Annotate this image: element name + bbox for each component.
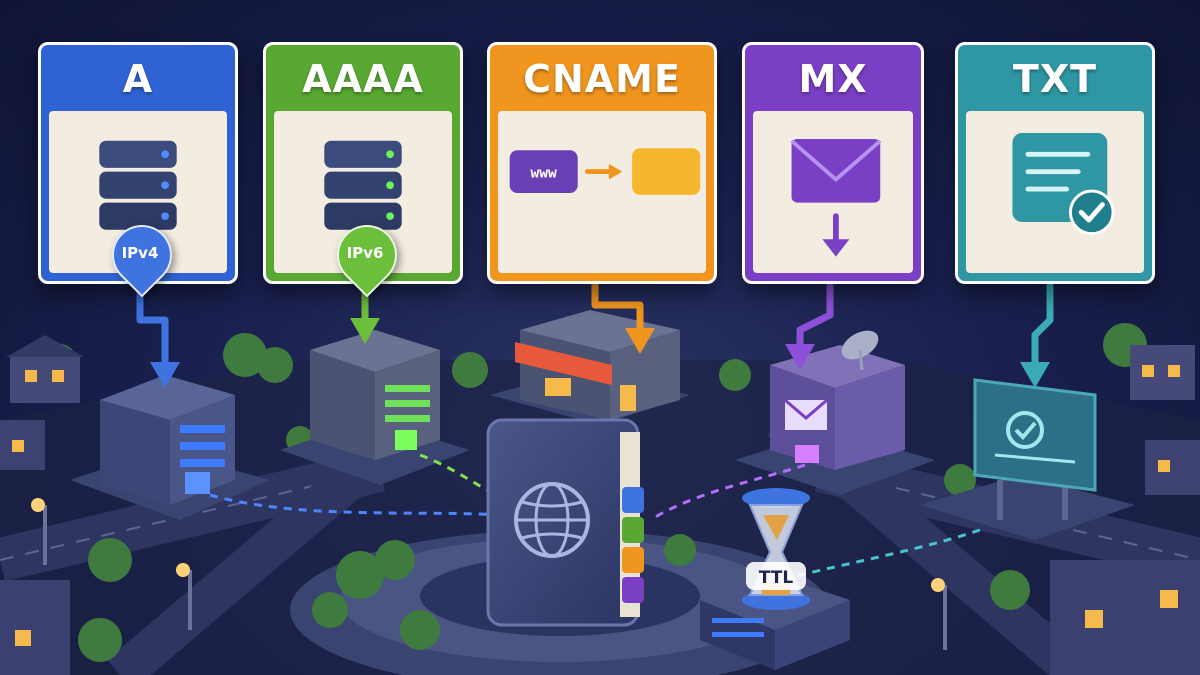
txt-record-title: TXT	[1012, 57, 1098, 101]
globe-book-icon	[486, 418, 644, 627]
server-stack-icon	[99, 140, 177, 230]
a-path	[209, 493, 501, 517]
envelope-icon	[790, 138, 882, 257]
card-arrows	[136, 271, 1054, 388]
street-lamps	[31, 498, 947, 650]
server-stack-icon	[324, 140, 402, 230]
a-record-panel	[49, 111, 227, 273]
mx-record-card: MX	[742, 42, 924, 284]
hourglass-icon: TTL	[742, 488, 810, 610]
cname-record-panel: www	[498, 111, 706, 273]
a-record-building	[70, 375, 270, 520]
aaaa-record-panel	[274, 111, 452, 273]
txt-record-panel	[966, 111, 1144, 273]
txt-record-card: TXT	[955, 42, 1155, 284]
txt-path	[779, 528, 981, 582]
aaaa-record-building	[280, 330, 470, 485]
verified-document-icon	[1012, 132, 1115, 236]
cname-record-title: CNAME	[523, 57, 681, 101]
background-houses	[0, 335, 1200, 675]
a-record-title: A	[122, 57, 154, 101]
ipv6-label: IPv6	[346, 244, 384, 262]
aaaa-record-title: AAAA	[302, 57, 424, 101]
ttl-label: TTL	[759, 568, 794, 588]
mx-path	[649, 463, 806, 522]
www-label: www	[531, 164, 558, 181]
mx-record-panel	[753, 111, 913, 273]
txt-billboard	[920, 378, 1135, 540]
ipv4-label: IPv4	[121, 244, 159, 262]
mx-record-title: MX	[798, 57, 868, 101]
cname-record-card: CNAME www	[487, 42, 717, 284]
a-record-card: A	[38, 42, 238, 284]
alias-arrow-icon: www	[509, 148, 701, 195]
